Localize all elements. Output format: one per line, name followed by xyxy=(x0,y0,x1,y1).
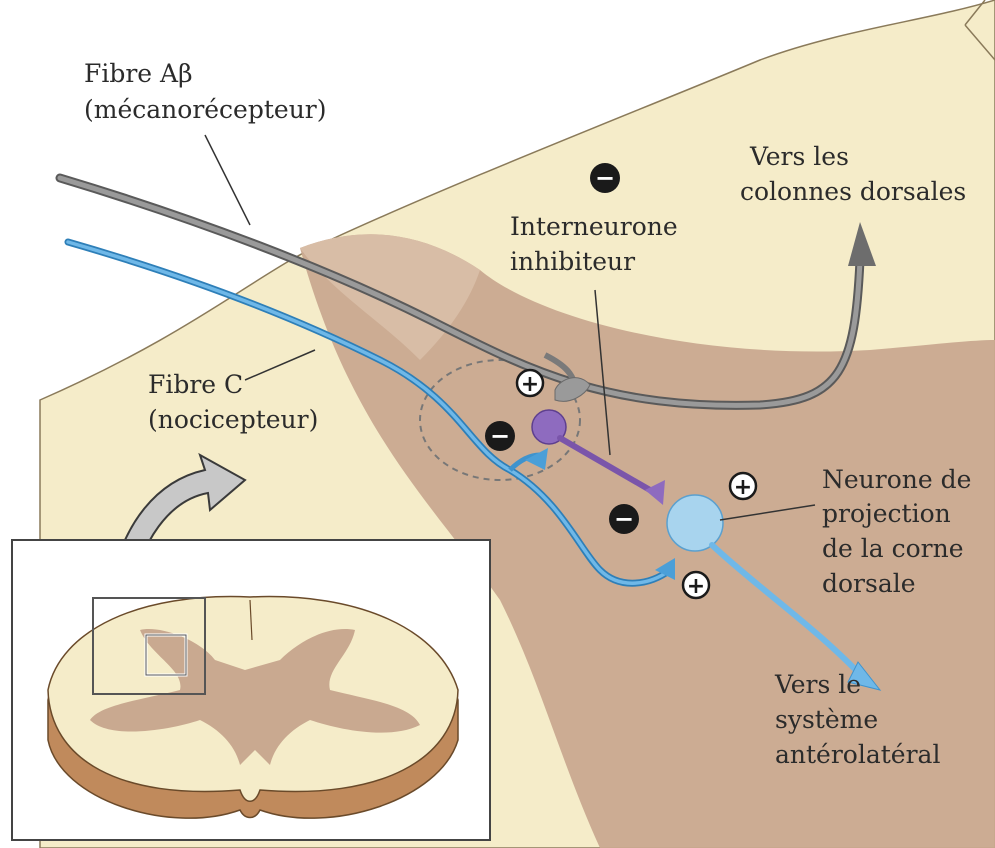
projection-neuron-soma xyxy=(667,495,723,551)
svg-text:−: − xyxy=(490,422,510,450)
inset-panel xyxy=(12,540,490,840)
leader-abeta xyxy=(205,135,250,225)
label-dorsal-2: colonnes dorsales xyxy=(740,177,966,206)
label-antero-3: antérolatéral xyxy=(775,740,940,769)
svg-text:+: + xyxy=(521,372,539,397)
label-dorsal-1: Vers les xyxy=(749,142,849,171)
label-abeta-2: (mécanorécepteur) xyxy=(84,95,327,124)
svg-text:−: − xyxy=(595,164,615,192)
label-antero-1: Vers le xyxy=(774,670,861,699)
minus-badge-inter-proj: − xyxy=(609,504,639,534)
label-projection-1: Neurone de xyxy=(822,465,971,494)
label-antero-2: système xyxy=(775,705,878,734)
plus-badge-proj: + xyxy=(730,473,756,500)
label-projection-2: projection xyxy=(822,499,951,528)
label-abeta-1: Fibre Aβ xyxy=(84,59,193,88)
plus-badge-c-proj: + xyxy=(683,572,709,599)
label-projection-4: dorsale xyxy=(822,569,916,598)
svg-text:−: − xyxy=(614,505,634,533)
label-c-1: Fibre C xyxy=(148,370,243,399)
plus-badge-abeta: + xyxy=(517,370,543,397)
svg-text:+: + xyxy=(687,574,705,599)
label-interneuron-1: Interneurone xyxy=(510,212,678,241)
svg-text:+: + xyxy=(734,475,752,500)
minus-badge-top: − xyxy=(590,163,620,193)
label-interneuron-2: inhibiteur xyxy=(510,247,635,276)
label-projection-3: de la corne xyxy=(822,534,964,563)
label-c-2: (nocicepteur) xyxy=(148,405,318,434)
minus-badge-c-inter: − xyxy=(485,421,515,451)
